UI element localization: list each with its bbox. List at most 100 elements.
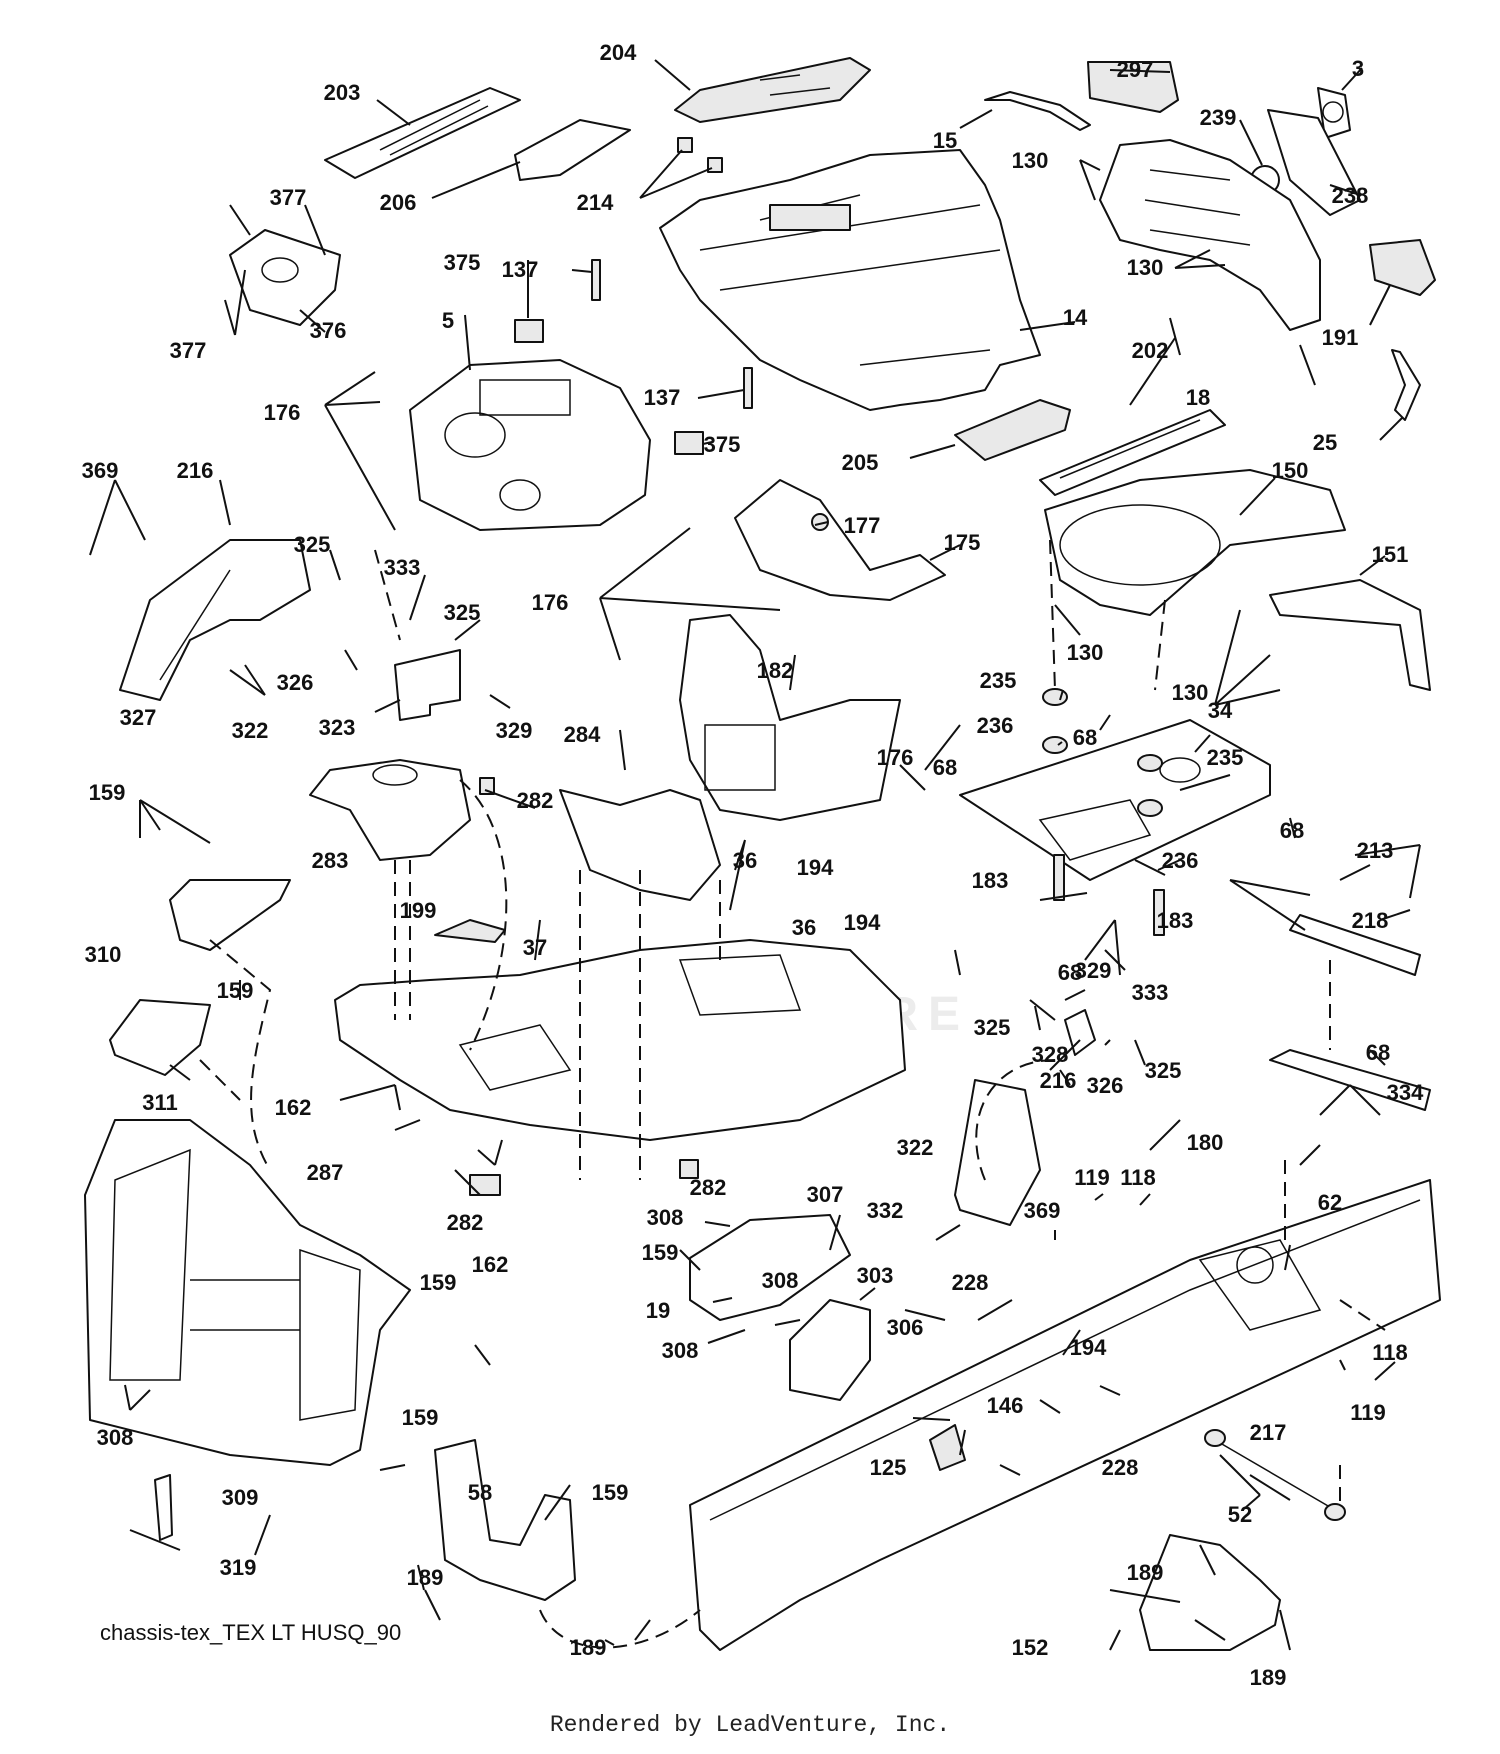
callout-159: 159 (89, 780, 126, 805)
callout-176: 176 (264, 400, 301, 425)
part-307-panel (689, 1214, 851, 1321)
callout-311: 311 (142, 1090, 178, 1115)
callout-282: 282 (517, 788, 554, 813)
callout-334: 334 (1387, 1080, 1424, 1105)
part-284-pan (559, 789, 721, 901)
callout-239: 239 (1200, 105, 1237, 130)
part-37-body-pan (334, 939, 906, 1141)
callout-228: 228 (952, 1270, 989, 1295)
callout-308: 308 (647, 1205, 684, 1230)
callout-191: 191 (1322, 325, 1359, 350)
callout-68: 68 (933, 755, 957, 780)
callout-130: 130 (1012, 148, 1049, 173)
callout-194: 194 (1070, 1335, 1107, 1360)
callout-283: 283 (312, 848, 349, 873)
part-204-vent (674, 57, 871, 123)
part-205-deflector (954, 399, 1071, 461)
callout-203: 203 (324, 80, 361, 105)
callout-326: 326 (1087, 1073, 1124, 1098)
callout-180: 180 (1187, 1130, 1224, 1155)
callout-333: 333 (384, 555, 421, 580)
part-175-bracket (734, 479, 946, 601)
callout-238: 238 (1332, 183, 1369, 208)
part-183-bolt-b (1153, 889, 1165, 936)
callout-236: 236 (1162, 848, 1199, 873)
callout-329: 329 (496, 718, 533, 743)
callout-34: 34 (1208, 698, 1233, 723)
part-151-bracket (1269, 579, 1431, 691)
part-297-cover (1087, 61, 1179, 113)
part-3-emblem (1317, 87, 1351, 139)
part-282-clip-a (479, 777, 495, 795)
part-15-trim (984, 91, 1091, 131)
callout-152: 152 (1012, 1635, 1049, 1660)
callout-176: 176 (877, 745, 914, 770)
callout-18: 18 (1186, 385, 1210, 410)
callout-177: 177 (844, 513, 881, 538)
callout-37: 37 (523, 935, 547, 960)
part-25-trim (1391, 349, 1421, 421)
callout-151: 151 (1372, 542, 1409, 567)
callout-325: 325 (974, 1015, 1011, 1040)
callout-322: 322 (897, 1135, 934, 1160)
part-235-spacer-b (1137, 754, 1163, 772)
callout-176: 176 (532, 590, 569, 615)
part-328-bracket (1064, 1009, 1096, 1056)
callout-25: 25 (1313, 430, 1337, 455)
callout-15: 15 (933, 128, 957, 153)
callout-175: 175 (944, 530, 981, 555)
part-183-bolt-a (1053, 854, 1065, 901)
callout-287: 287 (307, 1160, 344, 1185)
callout-68: 68 (1366, 1040, 1390, 1065)
part-309-front-frame (84, 1119, 411, 1466)
callout-14: 14 (1063, 305, 1088, 330)
callout-68: 68 (1073, 725, 1097, 750)
callout-309: 309 (222, 1485, 259, 1510)
callout-159: 159 (642, 1240, 679, 1265)
callout-322: 322 (232, 718, 269, 743)
callout-19: 19 (646, 1298, 670, 1323)
callout-206: 206 (380, 190, 417, 215)
callout-214: 214 (577, 190, 614, 215)
callout-118: 118 (1120, 1165, 1156, 1190)
callout-297: 297 (1117, 57, 1154, 82)
callout-159: 159 (592, 1480, 629, 1505)
part-375-pad-b (674, 431, 704, 455)
callout-228: 228 (1102, 1455, 1139, 1480)
callout-205: 205 (842, 450, 879, 475)
part-137-pin-b (743, 367, 753, 409)
part-203-grille (324, 87, 521, 179)
part-34-engine-plate (959, 719, 1271, 881)
callout-375: 375 (704, 432, 741, 457)
diagram-title: chassis-tex_TEX LT HUSQ_90 (100, 1620, 402, 1645)
callout-194: 194 (797, 855, 834, 880)
callout-5: 5 (442, 308, 454, 333)
part-375-pad-a (514, 319, 544, 343)
part-58-bracket (434, 1439, 576, 1601)
callout-162: 162 (472, 1252, 509, 1277)
callout-137: 137 (502, 257, 539, 282)
callout-130: 130 (1067, 640, 1104, 665)
callout-235: 235 (980, 668, 1017, 693)
callout-375: 375 (444, 250, 481, 275)
callout-159: 159 (420, 1270, 457, 1295)
leader-lines (89, 59, 1421, 1651)
callout-327: 327 (120, 705, 157, 730)
callout-217: 217 (1250, 1420, 1287, 1445)
callout-189: 189 (1250, 1665, 1287, 1690)
part-137-pin-a (591, 259, 601, 301)
callout-118: 118 (1372, 1340, 1408, 1365)
callout-377: 377 (170, 338, 207, 363)
part-236-spacer-a (1042, 736, 1068, 754)
callout-369: 369 (1024, 1198, 1061, 1223)
part-282-clip-b (469, 1174, 501, 1196)
callout-119: 119 (1350, 1400, 1386, 1425)
callout-202: 202 (1132, 338, 1169, 363)
render-credit: Rendered by LeadVenture, Inc. (549, 1712, 951, 1738)
callout-236: 236 (977, 713, 1014, 738)
part-332-bracket (954, 1079, 1041, 1226)
callout-282: 282 (690, 1175, 727, 1200)
part-180-frame (689, 1179, 1441, 1651)
callout-319: 319 (220, 1555, 257, 1580)
